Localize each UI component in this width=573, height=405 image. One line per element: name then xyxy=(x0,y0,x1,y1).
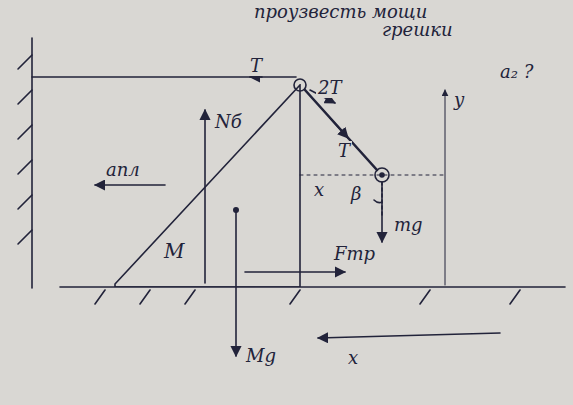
axis-label: y xyxy=(452,90,466,110)
force-label: 2T xyxy=(316,78,343,98)
x-axis xyxy=(300,175,445,176)
force-label: mg xyxy=(392,215,425,235)
axis-label: x xyxy=(312,180,326,200)
rope xyxy=(305,90,377,170)
gravity-arrow xyxy=(381,182,383,242)
normal-arrow xyxy=(204,110,206,283)
note: грешки xyxy=(380,20,455,40)
gravity-arrow xyxy=(235,212,237,356)
tension-arrow xyxy=(250,76,262,78)
question-label: a₂ ? xyxy=(498,62,535,82)
floor-hatch xyxy=(95,290,520,304)
wall xyxy=(31,38,33,288)
x-direction-arrow xyxy=(318,333,500,338)
force-label: Fтр xyxy=(332,244,377,264)
force-label: Mg xyxy=(244,346,278,366)
acceleration-label: aпл xyxy=(104,160,142,180)
friction-arrow xyxy=(245,271,345,273)
axis-label: x xyxy=(346,348,360,368)
y-axis xyxy=(445,90,446,285)
acceleration-arrow xyxy=(95,184,165,186)
force-label: T xyxy=(248,56,264,76)
angle-label: β xyxy=(349,184,363,204)
wedge-outline xyxy=(115,85,300,287)
wall-hatch xyxy=(18,55,32,244)
wedge: M xyxy=(112,84,302,287)
force-label: Nб xyxy=(213,112,244,132)
mass-center xyxy=(380,173,384,177)
force-label: T xyxy=(336,141,352,161)
angle-arc xyxy=(374,200,382,203)
mass-label: M xyxy=(164,240,184,262)
tension-arrow xyxy=(330,118,348,138)
string xyxy=(32,76,296,78)
wedge-outline xyxy=(112,84,302,287)
note: проузвесть мощи xyxy=(252,2,429,22)
